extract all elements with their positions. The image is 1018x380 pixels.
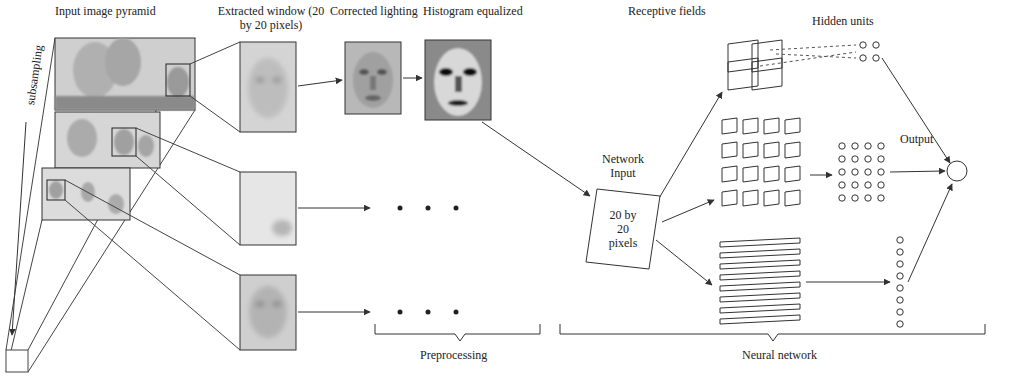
step-title: Receptive fields <box>628 4 706 18</box>
unit-circle <box>946 160 968 182</box>
group-label: Neural network <box>742 348 817 362</box>
group-label: Preprocessing <box>420 348 487 362</box>
input-label: Network Input <box>591 152 655 180</box>
step-title: Corrected lighting <box>330 4 418 18</box>
network-input: Network Input20 by 20 pixels <box>585 188 661 270</box>
image-title: Input image pyramid <box>55 4 156 18</box>
output-label: Output <box>900 132 933 146</box>
output-unit: Output <box>946 160 968 182</box>
axis-label: subsampling <box>23 44 45 106</box>
step-title: Histogram equalized <box>423 4 523 18</box>
unit-title: Hidden units <box>812 14 874 28</box>
step-title: Extracted window (20 by 20 pixels) <box>212 4 330 32</box>
input-size: 20 by 20 pixels <box>603 208 643 250</box>
